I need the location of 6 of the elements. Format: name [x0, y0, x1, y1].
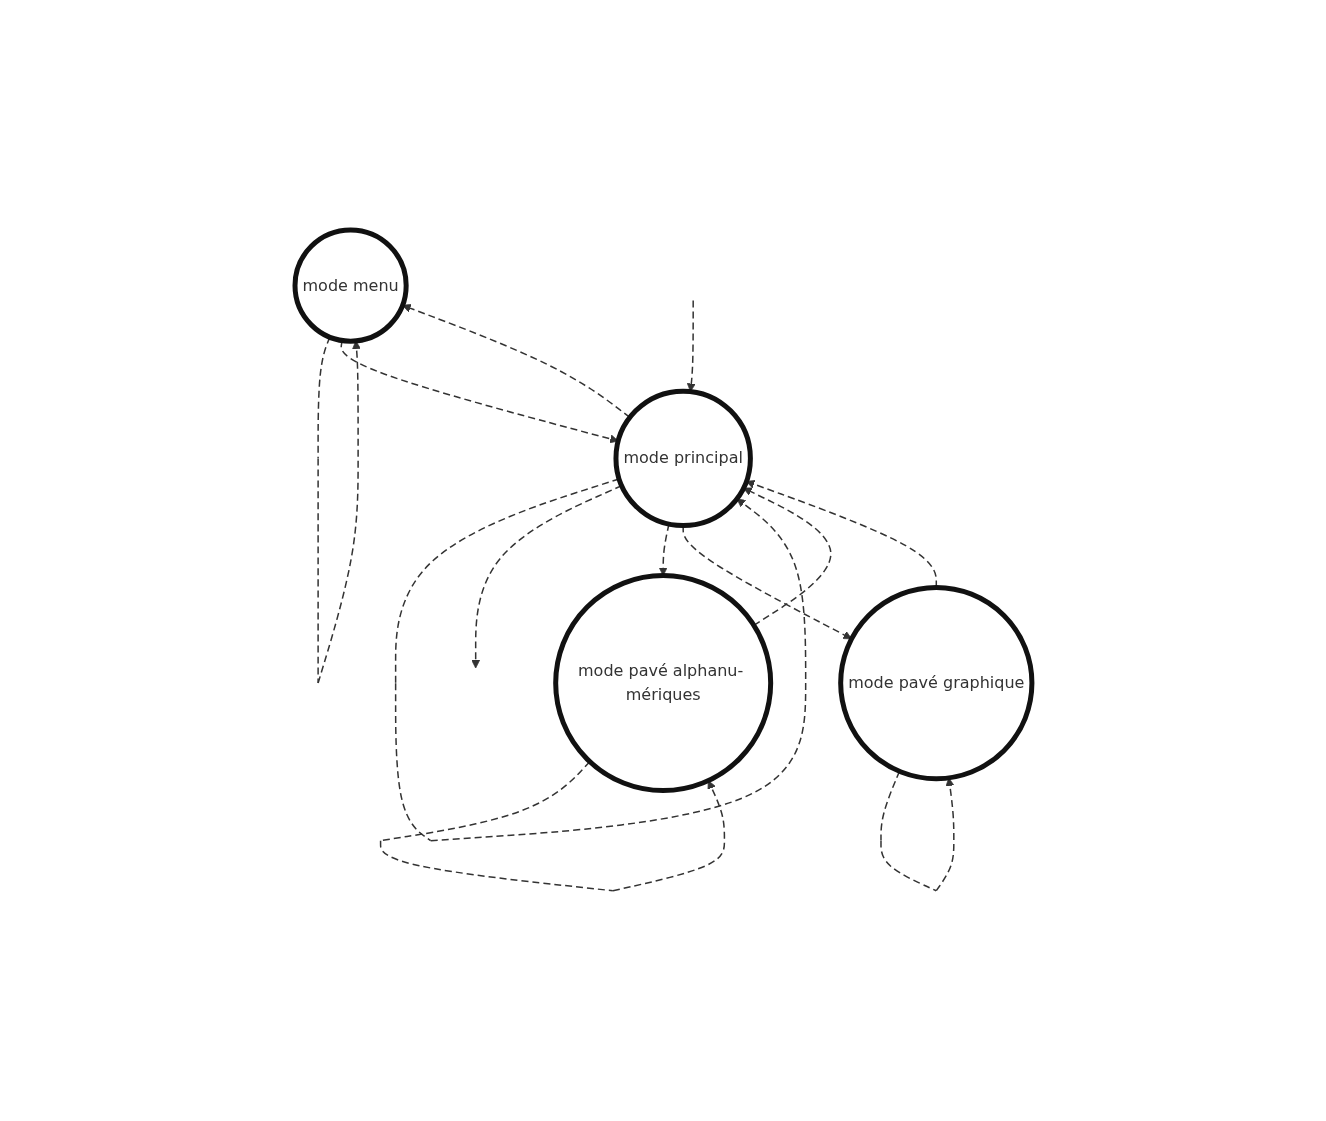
node-circle [613, 388, 753, 529]
arrow [379, 761, 725, 892]
node-circle [292, 227, 409, 344]
node-circle [837, 585, 1034, 782]
arrow [394, 478, 806, 842]
node-circle [552, 573, 773, 794]
